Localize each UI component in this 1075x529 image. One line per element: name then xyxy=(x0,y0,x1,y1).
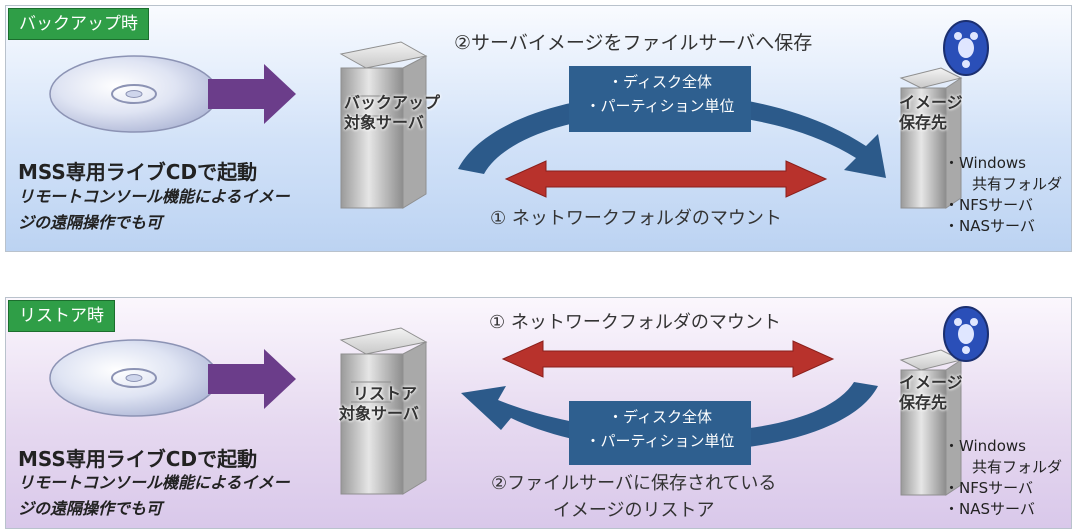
dest-shared-folder: 共有フォルダ xyxy=(972,175,1063,193)
restore-dest-label-line1: イメージ xyxy=(899,373,963,392)
backup-note-line1: リモートコンソール機能によるイメー xyxy=(18,187,290,206)
save-curve-arrow xyxy=(458,93,886,178)
boot-arrow xyxy=(208,64,296,124)
dest-nfs: ・NFSサーバ xyxy=(944,479,1033,497)
boot-arrow xyxy=(208,349,296,409)
restore-dest-server-icon xyxy=(899,349,963,496)
restore-tag: リストア時 xyxy=(8,300,115,332)
backup-server-label: バックアップ 対象サーバ xyxy=(344,93,440,133)
restore-server-label: リストア 対象サーバ xyxy=(339,384,419,424)
mount-double-arrow xyxy=(504,160,828,198)
backup-boot-label: MSS専用ライブCDで起動 xyxy=(18,160,258,184)
backup-dest-list: ・Windows 共有フォルダ ・NFSサーバ ・NASサーバ xyxy=(944,153,1062,237)
dest-nas: ・NASサーバ xyxy=(944,500,1035,518)
scope-item-disk: ・ディスク全体 xyxy=(608,73,712,91)
scope-item-partition: ・パーティション単位 xyxy=(585,432,735,450)
scope-item-partition: ・パーティション単位 xyxy=(585,97,735,115)
backup-tag: バックアップ時 xyxy=(8,8,149,40)
restore-step2-label: ②ファイルサーバに保存されている イメージのリストア xyxy=(491,470,776,524)
backup-panel: バックアップ時 ②サーバイメージをファイルサーバへ保存 ・ディスク全体 ・パーテ… xyxy=(5,5,1072,252)
restore-server-label-line2: 対象サーバ xyxy=(339,404,419,423)
backup-note-line2: ジの遠隔操作でも可 xyxy=(18,213,163,232)
restore-step1-label: ① ネットワークフォルダのマウント xyxy=(489,312,781,333)
tape-reel-icon xyxy=(943,306,989,362)
backup-dest-label: イメージ 保存先 xyxy=(899,93,963,133)
cd-disc-icon xyxy=(49,339,219,417)
restore-step2-line1: ②ファイルサーバに保存されている xyxy=(491,473,777,494)
restore-graphics xyxy=(49,306,989,496)
restore-curve-arrow xyxy=(461,382,878,452)
restore-note: リモートコンソール機能によるイメー ジの遠隔操作でも可 xyxy=(18,470,290,522)
backup-scope-box: ・ディスク全体 ・パーティション単位 xyxy=(569,66,751,132)
backup-dest-server-icon xyxy=(899,67,963,209)
backup-graphics xyxy=(49,20,989,209)
restore-boot-label: MSS専用ライブCDで起動 xyxy=(18,447,258,471)
tape-reel-icon xyxy=(943,20,989,76)
backup-step2-label: ②サーバイメージをファイルサーバへ保存 xyxy=(454,32,813,54)
scope-item-disk: ・ディスク全体 xyxy=(608,408,712,426)
dest-windows: ・Windows xyxy=(944,154,1026,172)
backup-note: リモートコンソール機能によるイメー ジの遠隔操作でも可 xyxy=(18,184,290,236)
restore-step2-line2: イメージのリストア xyxy=(552,500,715,521)
dest-windows: ・Windows xyxy=(944,437,1026,455)
restore-dest-list: ・Windows 共有フォルダ ・NFSサーバ ・NASサーバ xyxy=(944,436,1062,520)
backup-dest-label-line2: 保存先 xyxy=(899,113,948,132)
restore-note-line1: リモートコンソール機能によるイメー xyxy=(18,473,290,492)
backup-server-label-line1: バックアップ xyxy=(344,93,441,112)
mount-double-arrow xyxy=(501,340,835,378)
restore-server-label-line1: リストア xyxy=(353,384,418,403)
backup-dest-label-line1: イメージ xyxy=(899,93,963,112)
restore-note-line2: ジの遠隔操作でも可 xyxy=(18,499,163,518)
dest-nfs: ・NFSサーバ xyxy=(944,196,1033,214)
cd-disc-icon xyxy=(49,55,219,133)
backup-step1-label: ① ネットワークフォルダのマウント xyxy=(490,208,782,229)
restore-target-server-icon xyxy=(339,327,428,495)
restore-dest-label: イメージ 保存先 xyxy=(899,373,963,413)
dest-nas: ・NASサーバ xyxy=(944,217,1035,235)
restore-scope-box: ・ディスク全体 ・パーティション単位 xyxy=(569,401,751,465)
restore-dest-label-line2: 保存先 xyxy=(899,393,948,412)
dest-shared-folder: 共有フォルダ xyxy=(972,458,1063,476)
restore-panel: リストア時 ① ネットワークフォルダのマウント ・ディスク全体 ・パーティション… xyxy=(5,297,1072,529)
backup-server-label-line2: 対象サーバ xyxy=(344,113,424,132)
backup-source-server-icon xyxy=(339,41,428,209)
